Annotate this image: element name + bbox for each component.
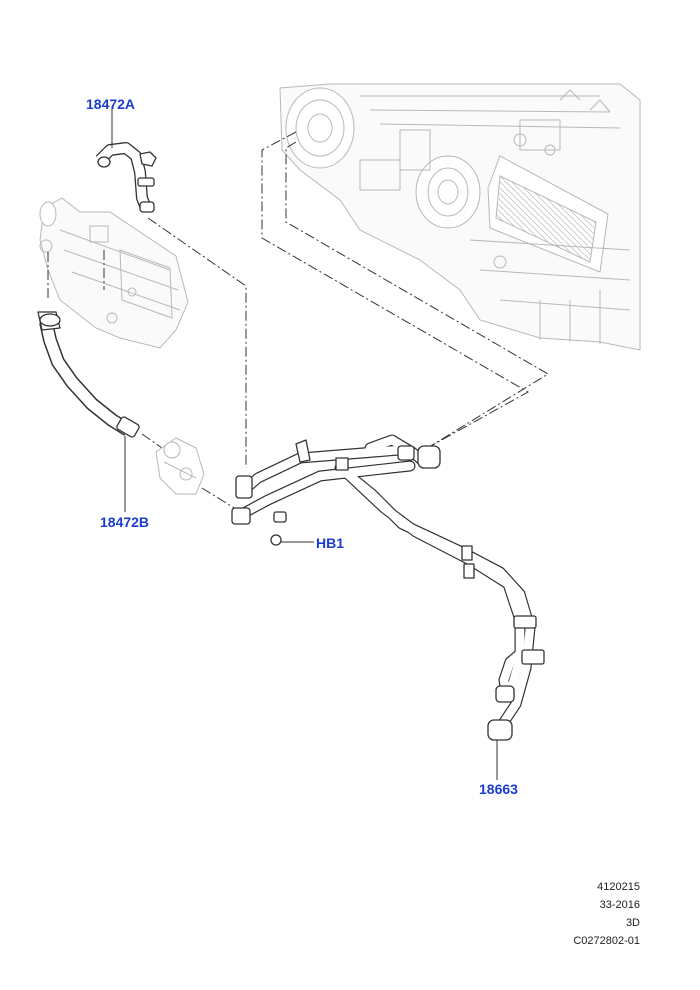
callout-18472b[interactable]: 18472B: [100, 514, 150, 530]
info-line-4: C0272802-01: [573, 935, 640, 947]
pipe-assembly: [231, 434, 545, 741]
valve-illustration: [155, 437, 205, 495]
engine-component-illustration: [39, 197, 189, 349]
callout-hb1[interactable]: HB1: [316, 535, 345, 551]
callout-leaders: [111, 106, 498, 780]
info-line-3: 3D: [625, 917, 640, 929]
diagram-info-block: 4120215 33-2016 3D C0272802-01: [573, 878, 640, 950]
hose-18472b: [37, 311, 140, 438]
info-line-2: 33-2016: [599, 899, 640, 911]
callout-18663[interactable]: 18663: [479, 781, 518, 797]
hose-18472a: [95, 142, 157, 213]
callout-18472a[interactable]: 18472A: [86, 96, 136, 112]
assembly-leader-lines: [47, 131, 549, 515]
info-line-1: 4120215: [597, 881, 640, 893]
hvac-unit-illustration: [279, 83, 641, 351]
